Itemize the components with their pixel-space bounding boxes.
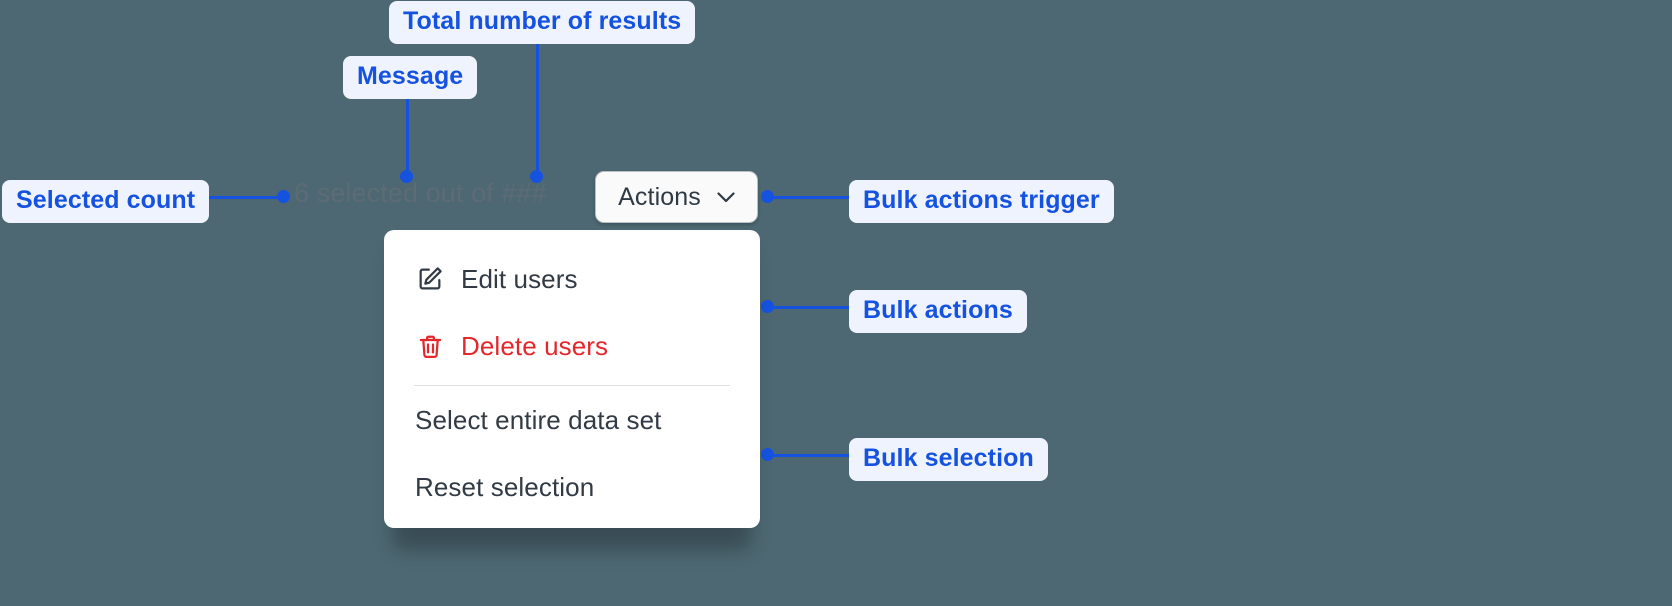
connector-dot-bulk-actions: [761, 300, 774, 313]
menu-divider: [414, 385, 730, 386]
menu-item-label: Edit users: [461, 263, 578, 294]
connector-bulk-actions-trigger: [770, 196, 854, 199]
bulk-actions-dropdown-menu: Edit users Delete users Select entire da…: [384, 230, 760, 528]
bulk-actions-trigger-label: Actions: [618, 182, 701, 211]
menu-item-select-entire-data-set[interactable]: Select entire data set: [384, 392, 760, 448]
connector-dot-bulk-actions-trigger: [761, 190, 774, 203]
callout-bulk-actions-trigger: Bulk actions trigger: [849, 180, 1114, 223]
menu-item-reset-selection[interactable]: Reset selection: [384, 459, 760, 515]
bulk-actions-trigger-button[interactable]: Actions: [595, 171, 758, 223]
connector-dot-message: [400, 170, 413, 183]
connector-bulk-selection: [770, 454, 854, 457]
connector-bulk-actions: [770, 306, 854, 309]
connector-dot-bulk-selection: [761, 448, 774, 461]
selected-count-text: 6 selected out of ###: [294, 178, 547, 208]
connector-total-results: [536, 38, 539, 176]
connector-message: [406, 91, 409, 176]
menu-item-delete-users[interactable]: Delete users: [384, 318, 760, 374]
callout-selected-count: Selected count: [2, 180, 210, 223]
callout-bulk-selection: Bulk selection: [849, 438, 1048, 481]
callout-bulk-actions: Bulk actions: [849, 290, 1027, 333]
callout-total-number-of-results: Total number of results: [389, 1, 696, 44]
chevron-down-icon: [717, 191, 735, 203]
callout-message: Message: [343, 56, 478, 99]
connector-dot-total-results: [530, 170, 543, 183]
menu-item-label: Reset selection: [415, 471, 595, 502]
trash-icon: [415, 331, 445, 361]
connector-dot-selected-count: [277, 190, 290, 203]
menu-item-label: Select entire data set: [415, 404, 662, 435]
pencil-square-icon: [415, 264, 445, 294]
menu-item-label: Delete users: [461, 330, 609, 361]
connector-selected-count: [205, 196, 285, 199]
menu-item-edit-users[interactable]: Edit users: [384, 251, 760, 307]
